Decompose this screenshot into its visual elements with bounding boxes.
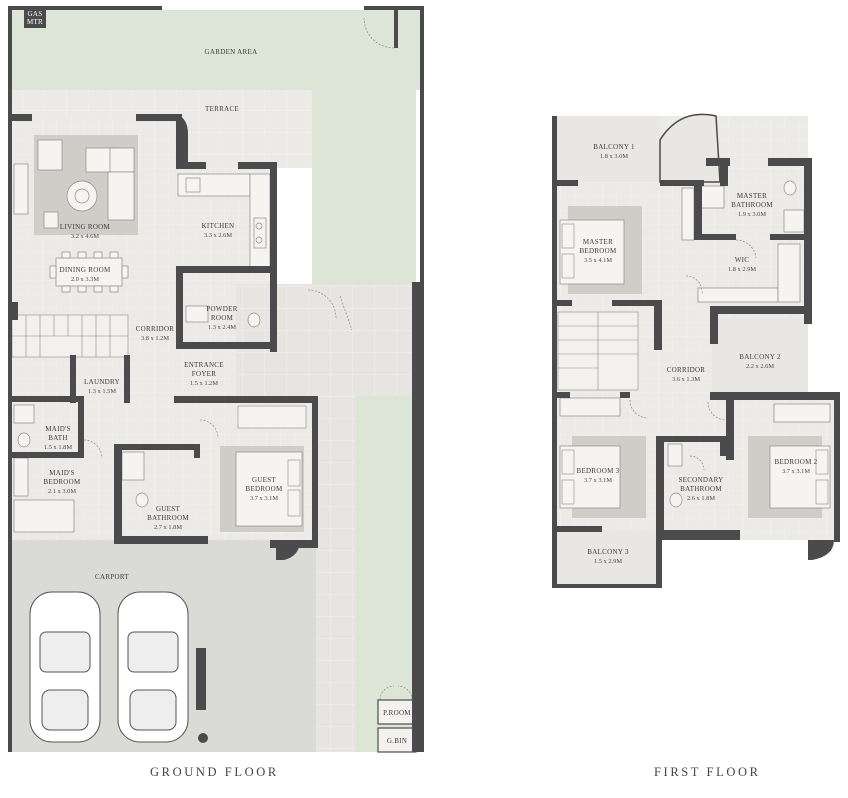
label-maids: MAID'S [49, 469, 75, 477]
dims-laundry: 1.3 x 1.5M [88, 388, 116, 395]
car-left [29, 591, 101, 743]
dims-corridor: 3.8 x 1.2M [141, 335, 169, 342]
dims-dining-room: 2.0 x 3.3M [71, 276, 99, 283]
dims-master-bedroom: 3.5 x 4.1M [584, 257, 612, 264]
label-foyer: FOYER [192, 370, 216, 378]
first-fixtures [559, 180, 831, 508]
label-first-corridor: CORRIDOR [667, 366, 706, 374]
first-floor-plan [552, 113, 840, 588]
label-living-room: LIVING ROOM [60, 223, 111, 231]
label-master-bathroom: BATHROOM [731, 201, 773, 209]
balcony1-floor [556, 116, 660, 182]
dims-powder-room: 1.3 x 2.4M [208, 324, 236, 331]
label-powder-room: ROOM [211, 314, 234, 322]
label-guest-bath: GUEST [156, 505, 180, 513]
ground-bath-fixtures [13, 305, 261, 533]
dims-maids-bath: 1.5 x 1.8M [44, 444, 72, 451]
garden-side-strip [312, 88, 416, 284]
label-terrace: TERRACE [205, 105, 239, 113]
dims-entrance-foyer: 1.5 x 1.2M [190, 380, 218, 387]
dims-bedroom3: 3.7 x 3.1M [584, 477, 612, 484]
kitchen-counters [177, 173, 271, 269]
dims-guest-bedroom: 3.7 x 3.1M [250, 495, 278, 502]
label-mtr: MTR [27, 18, 43, 26]
first-staircase [557, 311, 639, 391]
dims-kitchen: 3.3 x 2.6M [204, 232, 232, 239]
ground-labels: GAS MTR GARDEN AREA TERRACE LIVING ROOM … [27, 10, 411, 745]
label-proom: P.ROOM [383, 709, 411, 717]
bedroom2-bed [748, 436, 831, 518]
balcony2-floor [712, 318, 808, 398]
label-guest-bathroom: BATHROOM [147, 514, 189, 522]
label-master: MASTER [583, 238, 613, 246]
label-bedroom2: BEDROOM 2 [775, 458, 818, 466]
label-maids-bath-2: BATH [48, 434, 67, 442]
first-walls [552, 116, 840, 588]
ground-walls [8, 6, 424, 752]
gbin-box [377, 727, 417, 753]
label-gbin: G.BIN [387, 737, 407, 745]
label-carport: CARPORT [95, 573, 129, 581]
dims-wic: 1.8 x 2.9M [728, 266, 756, 273]
car-right [117, 591, 189, 743]
label-garden-area: GARDEN AREA [205, 48, 258, 56]
dims-balcony1: 1.8 x 3.0M [600, 153, 628, 160]
label-secondary: SECONDARY [678, 476, 723, 484]
label-bedroom3: BEDROOM 3 [577, 467, 620, 475]
label-kitchen: KITCHEN [202, 222, 235, 230]
ground-floor-plan [8, 6, 424, 753]
label-wic: WIC [735, 256, 750, 264]
label-maids-bath: MAID'S [45, 425, 71, 433]
balcony1-bay [659, 113, 721, 183]
dims-bedroom2: 3.7 x 3.1M [782, 468, 810, 475]
living-furniture [13, 139, 135, 229]
label-balcony3: BALCONY 3 [587, 548, 629, 556]
first-door-swings [629, 239, 757, 471]
master-bed [559, 206, 642, 294]
dims-first-corridor: 3.6 x 1.3M [672, 376, 700, 383]
label-master-bedroom: BEDROOM [579, 247, 617, 255]
first-floor-title: FIRST FLOOR [654, 765, 761, 779]
label-master-bath: MASTER [737, 192, 767, 200]
lawn-right [356, 396, 416, 752]
ground-door-swings [83, 17, 413, 701]
dims-balcony2: 2.2 x 2.6M [746, 363, 774, 370]
label-corridor: CORRIDOR [136, 325, 175, 333]
label-balcony2: BALCONY 2 [739, 353, 781, 361]
bedroom3-bed [559, 436, 646, 518]
ground-floor-title: GROUND FLOOR [150, 765, 279, 779]
label-guest-bedroom: BEDROOM [245, 485, 283, 493]
label-balcony1: BALCONY 1 [593, 143, 635, 151]
label-maids-bedroom: BEDROOM [43, 478, 81, 486]
label-dining-room: DINING ROOM [60, 266, 111, 274]
dims-maids-bedroom: 2.1 x 3.0M [48, 488, 76, 495]
label-entrance: ENTRANCE [184, 361, 224, 369]
first-labels: BALCONY 1 1.8 x 3.0M MASTER BATHROOM 1.9… [577, 143, 818, 565]
dims-master-bathroom: 1.9 x 3.0M [738, 211, 766, 218]
dims-secondary-bathroom: 2.6 x 1.8M [687, 495, 715, 502]
dims-guest-bathroom: 2.7 x 1.8M [154, 524, 182, 531]
label-guest: GUEST [252, 476, 276, 484]
guest-bed [220, 405, 307, 532]
ground-staircase [11, 314, 129, 358]
label-powder: POWDER [206, 305, 237, 313]
dining-table [49, 251, 129, 293]
balcony3-floor [556, 530, 656, 588]
label-gas: GAS [28, 10, 43, 18]
dims-living-room: 3.2 x 4.6M [71, 233, 99, 240]
label-secondary-bathroom: BATHROOM [680, 485, 722, 493]
garden-area [10, 10, 424, 90]
dims-balcony3: 1.5 x 2.9M [594, 558, 622, 565]
label-laundry: LAUNDRY [84, 378, 120, 386]
